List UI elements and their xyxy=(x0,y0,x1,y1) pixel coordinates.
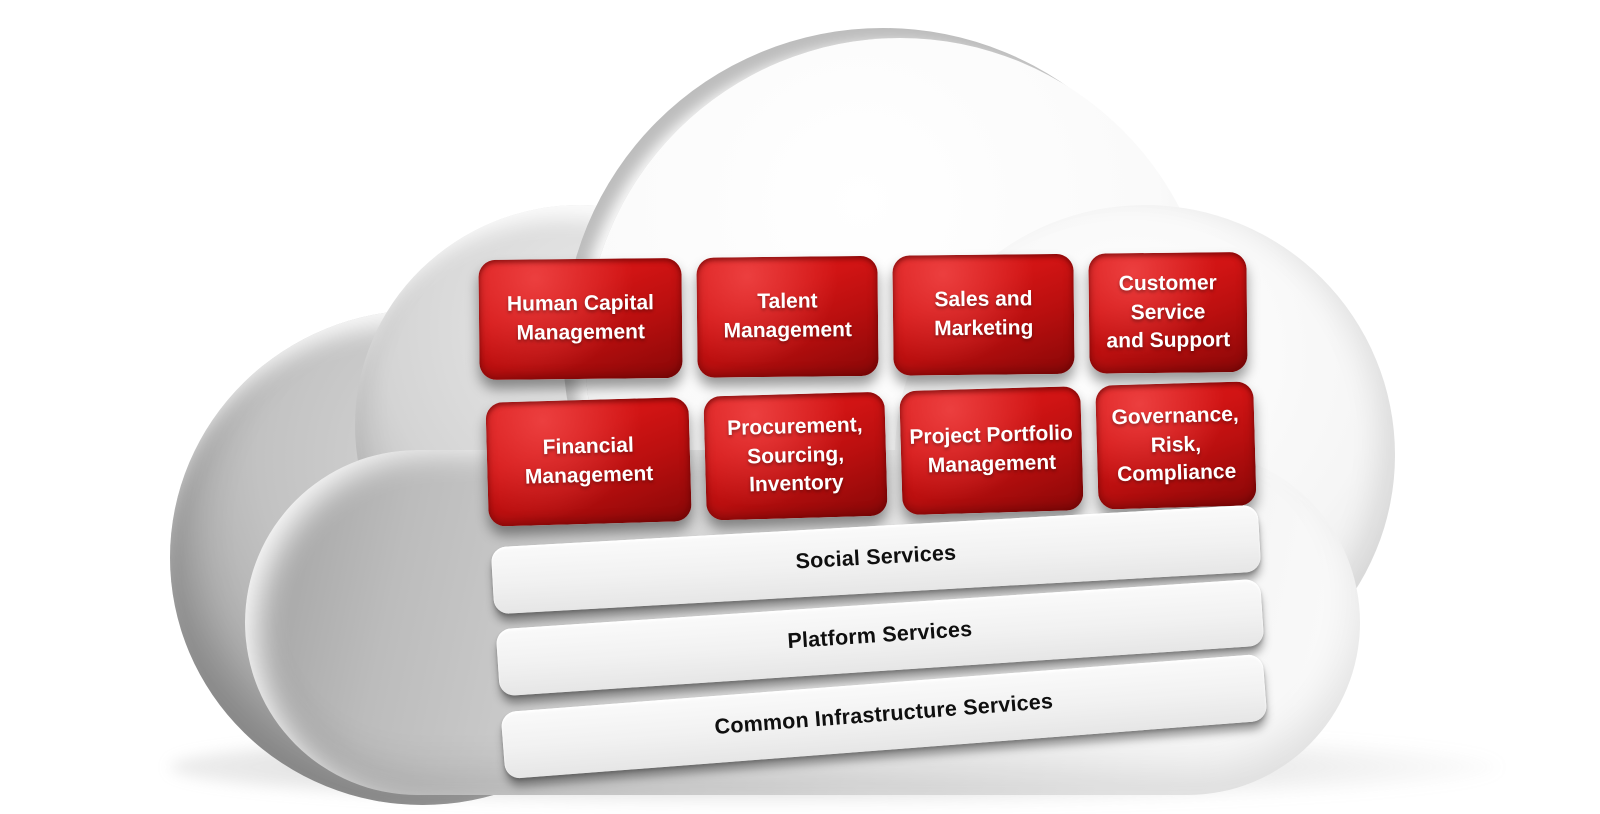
app-box-label: Human Capital Management xyxy=(506,291,655,345)
app-box-financial-management: Financial Management xyxy=(485,397,692,527)
service-bar-label: Platform Services xyxy=(786,616,973,653)
app-box-governance-risk-compliance: Governance, Risk, Compliance xyxy=(1095,381,1257,510)
application-row-1: Human Capital Management Talent Manageme… xyxy=(478,251,1248,381)
app-box-human-capital-management: Human Capital Management xyxy=(478,257,683,381)
app-box-label: Talent Management xyxy=(723,289,853,343)
app-box-label: Sales and Marketing xyxy=(934,287,1034,341)
app-box-talent-management: Talent Management xyxy=(696,255,879,378)
app-box-procurement-sourcing-inventory: Procurement, Sourcing, Inventory xyxy=(703,391,888,521)
app-box-customer-service-and-support: Customer Service and Support xyxy=(1088,251,1248,374)
app-box-sales-and-marketing: Sales and Marketing xyxy=(892,253,1075,376)
app-box-label: Financial Management xyxy=(524,433,654,489)
app-box-project-portfolio-management: Project Portfolio Management xyxy=(899,386,1084,516)
app-box-label: Governance, Risk, Compliance xyxy=(1111,402,1240,487)
application-row-2: Financial Management Procurement, Sourci… xyxy=(485,381,1257,527)
service-bar-label: Common Infrastructure Services xyxy=(713,688,1054,739)
app-box-label: Customer Service and Support xyxy=(1106,270,1231,353)
app-box-label: Project Portfolio Management xyxy=(909,421,1074,478)
service-bar-label: Social Services xyxy=(794,540,957,573)
app-box-label: Procurement, Sourcing, Inventory xyxy=(726,412,863,497)
